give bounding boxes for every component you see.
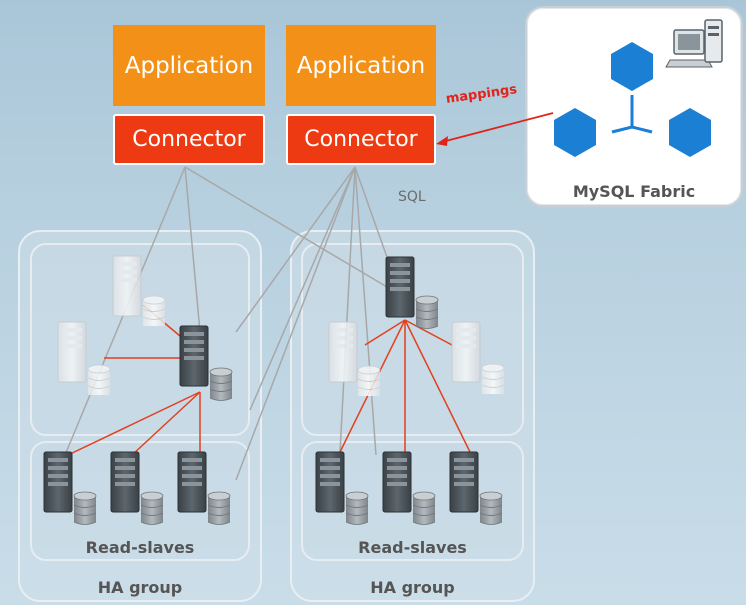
left-faded-server-mid bbox=[57, 321, 111, 396]
right-slave-server-2 bbox=[382, 451, 436, 525]
application-box-1: Application bbox=[113, 25, 265, 106]
fabric-hexagons-icon bbox=[554, 42, 711, 157]
replication-lines-right bbox=[339, 319, 471, 453]
ha-group-label-left: HA group bbox=[97, 578, 183, 597]
fabric-computer-icon bbox=[665, 19, 723, 68]
left-slave-server-3 bbox=[177, 451, 231, 525]
ha-group-label-right: HA group bbox=[370, 578, 455, 597]
read-slaves-label-left: Read-slaves bbox=[85, 538, 195, 557]
right-faded-server-left bbox=[328, 321, 381, 397]
connector-box-2: Connector bbox=[286, 114, 436, 165]
application-box-2: Application bbox=[286, 25, 436, 106]
read-slaves-label-right: Read-slaves bbox=[358, 538, 467, 557]
right-master-server bbox=[385, 256, 439, 329]
mappings-arrow bbox=[436, 112, 554, 146]
connector-box-1: Connector bbox=[113, 114, 265, 165]
right-slave-server-1 bbox=[315, 451, 369, 525]
left-faded-server-top bbox=[112, 255, 166, 327]
right-faded-server-right bbox=[451, 321, 505, 395]
left-slave-server-2 bbox=[110, 451, 164, 525]
left-master-server bbox=[179, 325, 233, 401]
left-slave-server-1 bbox=[43, 451, 97, 525]
mysql-fabric-label: MySQL Fabric bbox=[572, 182, 696, 201]
right-slave-server-3 bbox=[449, 451, 503, 525]
sql-label: SQL bbox=[398, 189, 426, 205]
